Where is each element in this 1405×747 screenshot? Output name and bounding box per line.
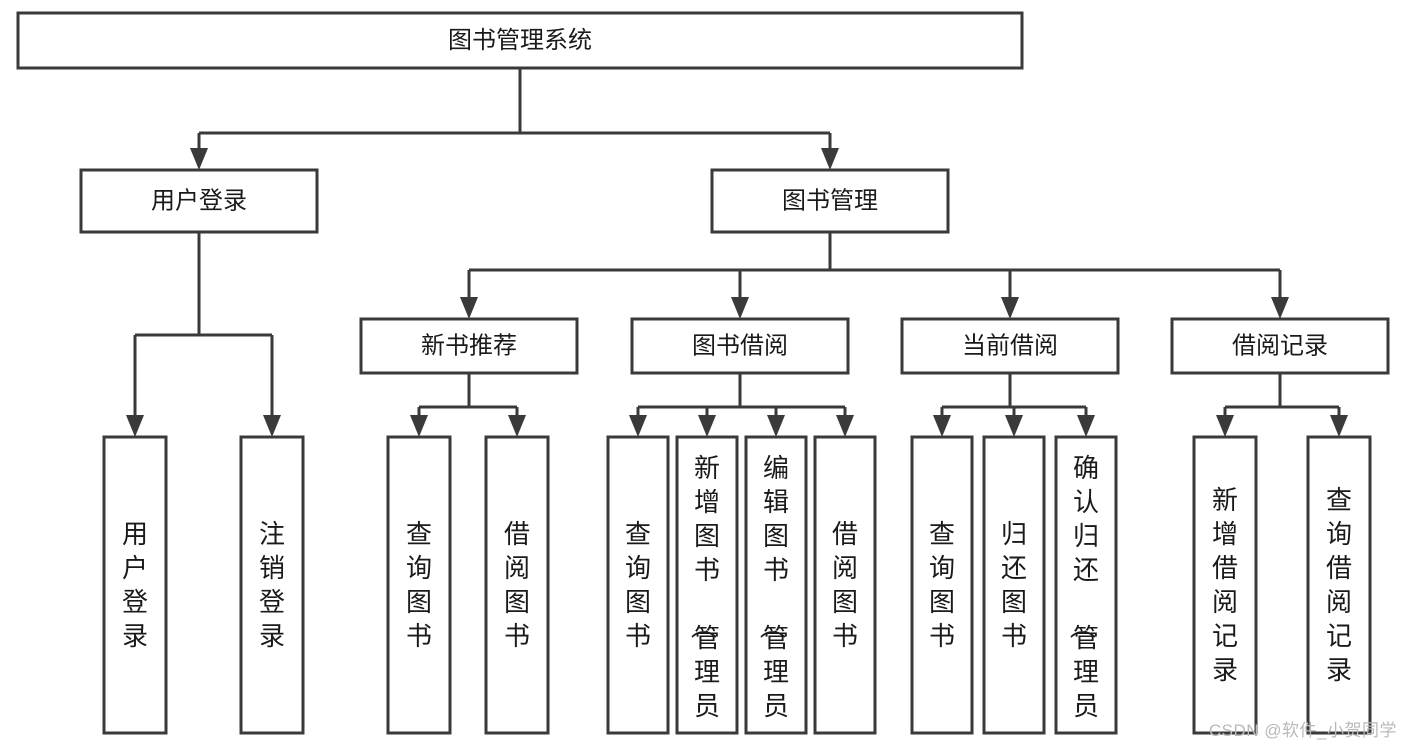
arrow-head-icon bbox=[629, 415, 647, 437]
arrow-head-icon bbox=[410, 415, 428, 437]
node-box-leaf-borrow-book-borrow bbox=[813, 435, 877, 735]
edge-group-book-borrow bbox=[629, 373, 854, 437]
node-label-root: 图书管理系统 bbox=[448, 27, 592, 54]
node-label-user-login: 用户登录 bbox=[151, 187, 247, 214]
arrow-head-icon bbox=[190, 148, 208, 170]
node-leaf-borrow-book-recommend[interactable]: 借阅图书 bbox=[484, 435, 550, 735]
node-label-leaf-query-book-current: 查询图书 bbox=[929, 519, 955, 651]
node-new-book-recommend[interactable]: 新书推荐 bbox=[359, 317, 579, 375]
node-root[interactable]: 图书管理系统 bbox=[16, 11, 1024, 70]
arrow-head-icon bbox=[1001, 297, 1019, 319]
edge-group-user-login bbox=[126, 232, 281, 437]
arrow-head-icon bbox=[1005, 415, 1023, 437]
node-book-borrow[interactable]: 图书借阅 bbox=[630, 317, 850, 375]
node-box-book-management bbox=[710, 168, 950, 234]
node-label-leaf-edit-book-admin: 编辑图书（管理员） bbox=[757, 453, 789, 747]
node-book-management[interactable]: 图书管理 bbox=[710, 168, 950, 234]
node-box-leaf-query-borrow-record bbox=[1306, 435, 1372, 735]
node-box-leaf-query-book-borrow bbox=[606, 435, 670, 735]
node-box-leaf-user-logout bbox=[239, 435, 305, 735]
node-label-book-management: 图书管理 bbox=[782, 187, 878, 214]
node-box-user-login bbox=[79, 168, 319, 234]
arrow-head-icon bbox=[1077, 415, 1095, 437]
node-box-current-borrow bbox=[900, 317, 1120, 375]
node-borrow-record[interactable]: 借阅记录 bbox=[1170, 317, 1390, 375]
arrow-head-icon bbox=[821, 148, 839, 170]
node-layer: 图书管理系统用户登录图书管理新书推荐图书借阅当前借阅借阅记录用户登录注销登录查询… bbox=[16, 11, 1390, 747]
node-box-root bbox=[16, 11, 1024, 70]
node-leaf-edit-book-admin[interactable]: 编辑图书（管理员） bbox=[744, 435, 808, 747]
arrow-head-icon bbox=[698, 415, 716, 437]
edge-group-current-borrow bbox=[933, 373, 1095, 437]
node-leaf-query-borrow-record[interactable]: 查询借阅记录 bbox=[1306, 435, 1372, 735]
node-box-leaf-add-borrow-record bbox=[1192, 435, 1258, 735]
node-label-leaf-query-book-recommend: 查询图书 bbox=[406, 519, 432, 651]
node-label-borrow-record: 借阅记录 bbox=[1232, 332, 1328, 359]
arrow-head-icon bbox=[1271, 297, 1289, 319]
arrow-head-icon bbox=[460, 297, 478, 319]
node-leaf-add-borrow-record[interactable]: 新增借阅记录 bbox=[1192, 435, 1258, 735]
node-leaf-query-book-current[interactable]: 查询图书 bbox=[910, 435, 974, 735]
node-label-new-book-recommend: 新书推荐 bbox=[421, 332, 517, 359]
node-label-leaf-query-borrow-record: 查询借阅记录 bbox=[1326, 485, 1352, 685]
arrow-head-icon bbox=[836, 415, 854, 437]
node-current-borrow[interactable]: 当前借阅 bbox=[900, 317, 1120, 375]
node-box-new-book-recommend bbox=[359, 317, 579, 375]
edge-group-new-book-recommend bbox=[410, 373, 526, 437]
node-leaf-user-logout[interactable]: 注销登录 bbox=[239, 435, 305, 735]
node-leaf-add-book-admin[interactable]: 新增图书（管理员） bbox=[675, 435, 739, 747]
connector-layer bbox=[126, 68, 1348, 437]
node-label-leaf-query-book-borrow: 查询图书 bbox=[625, 519, 651, 651]
arrow-head-icon bbox=[126, 415, 144, 437]
edge-group-book-management bbox=[460, 232, 1289, 319]
node-leaf-query-book-recommend[interactable]: 查询图书 bbox=[386, 435, 452, 735]
node-box-leaf-borrow-book-recommend bbox=[484, 435, 550, 735]
node-box-leaf-user-login bbox=[102, 435, 168, 735]
node-leaf-user-login[interactable]: 用户登录 bbox=[102, 435, 168, 735]
node-label-leaf-user-login: 用户登录 bbox=[122, 519, 148, 651]
node-leaf-return-book[interactable]: 归还图书 bbox=[982, 435, 1046, 735]
node-label-leaf-borrow-book-borrow: 借阅图书 bbox=[832, 519, 858, 651]
node-label-leaf-return-book: 归还图书 bbox=[1001, 519, 1027, 651]
node-box-borrow-record bbox=[1170, 317, 1390, 375]
node-label-leaf-add-book-admin: 新增图书（管理员） bbox=[688, 453, 720, 747]
edge-group-root bbox=[190, 68, 839, 170]
node-label-leaf-user-logout: 注销登录 bbox=[259, 519, 285, 651]
node-box-leaf-add-book-admin bbox=[675, 435, 739, 735]
node-label-book-borrow: 图书借阅 bbox=[692, 332, 788, 359]
node-box-book-borrow bbox=[630, 317, 850, 375]
arrow-head-icon bbox=[1216, 415, 1234, 437]
node-box-leaf-edit-book-admin bbox=[744, 435, 808, 735]
arrow-head-icon bbox=[1330, 415, 1348, 437]
edge-group-borrow-record bbox=[1216, 373, 1348, 437]
node-leaf-query-book-borrow[interactable]: 查询图书 bbox=[606, 435, 670, 735]
arrow-head-icon bbox=[263, 415, 281, 437]
node-leaf-borrow-book-borrow[interactable]: 借阅图书 bbox=[813, 435, 877, 735]
node-leaf-confirm-return-admin[interactable]: 确认归还（管理员） bbox=[1054, 435, 1118, 747]
node-label-current-borrow: 当前借阅 bbox=[962, 332, 1058, 359]
arrow-head-icon bbox=[731, 297, 749, 319]
node-box-leaf-query-book-current bbox=[910, 435, 974, 735]
node-label-leaf-confirm-return-admin: 确认归还（管理员） bbox=[1067, 453, 1099, 747]
node-box-leaf-confirm-return-admin bbox=[1054, 435, 1118, 735]
arrow-head-icon bbox=[508, 415, 526, 437]
arrow-head-icon bbox=[933, 415, 951, 437]
node-label-leaf-borrow-book-recommend: 借阅图书 bbox=[504, 519, 530, 651]
node-user-login[interactable]: 用户登录 bbox=[79, 168, 319, 234]
node-box-leaf-return-book bbox=[982, 435, 1046, 735]
node-box-leaf-query-book-recommend bbox=[386, 435, 452, 735]
arrow-head-icon bbox=[767, 415, 785, 437]
node-label-leaf-add-borrow-record: 新增借阅记录 bbox=[1212, 485, 1238, 685]
